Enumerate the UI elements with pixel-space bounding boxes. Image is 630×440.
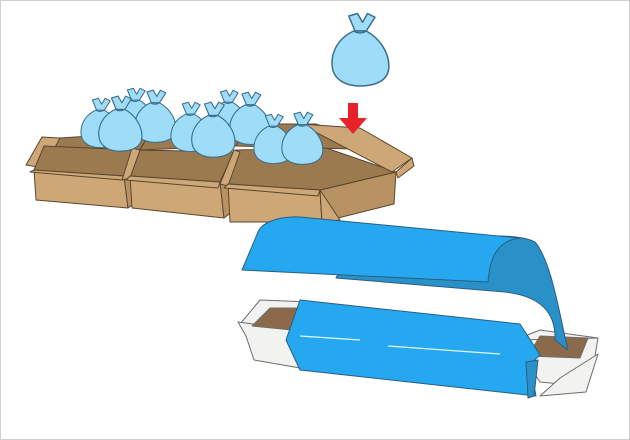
cardboard-boxes-icon [25, 87, 415, 223]
tied-bag-falling [331, 12, 390, 87]
planter-icon [237, 299, 599, 397]
cover-sheet-icon [241, 216, 569, 399]
down-arrow-icon [339, 103, 367, 134]
